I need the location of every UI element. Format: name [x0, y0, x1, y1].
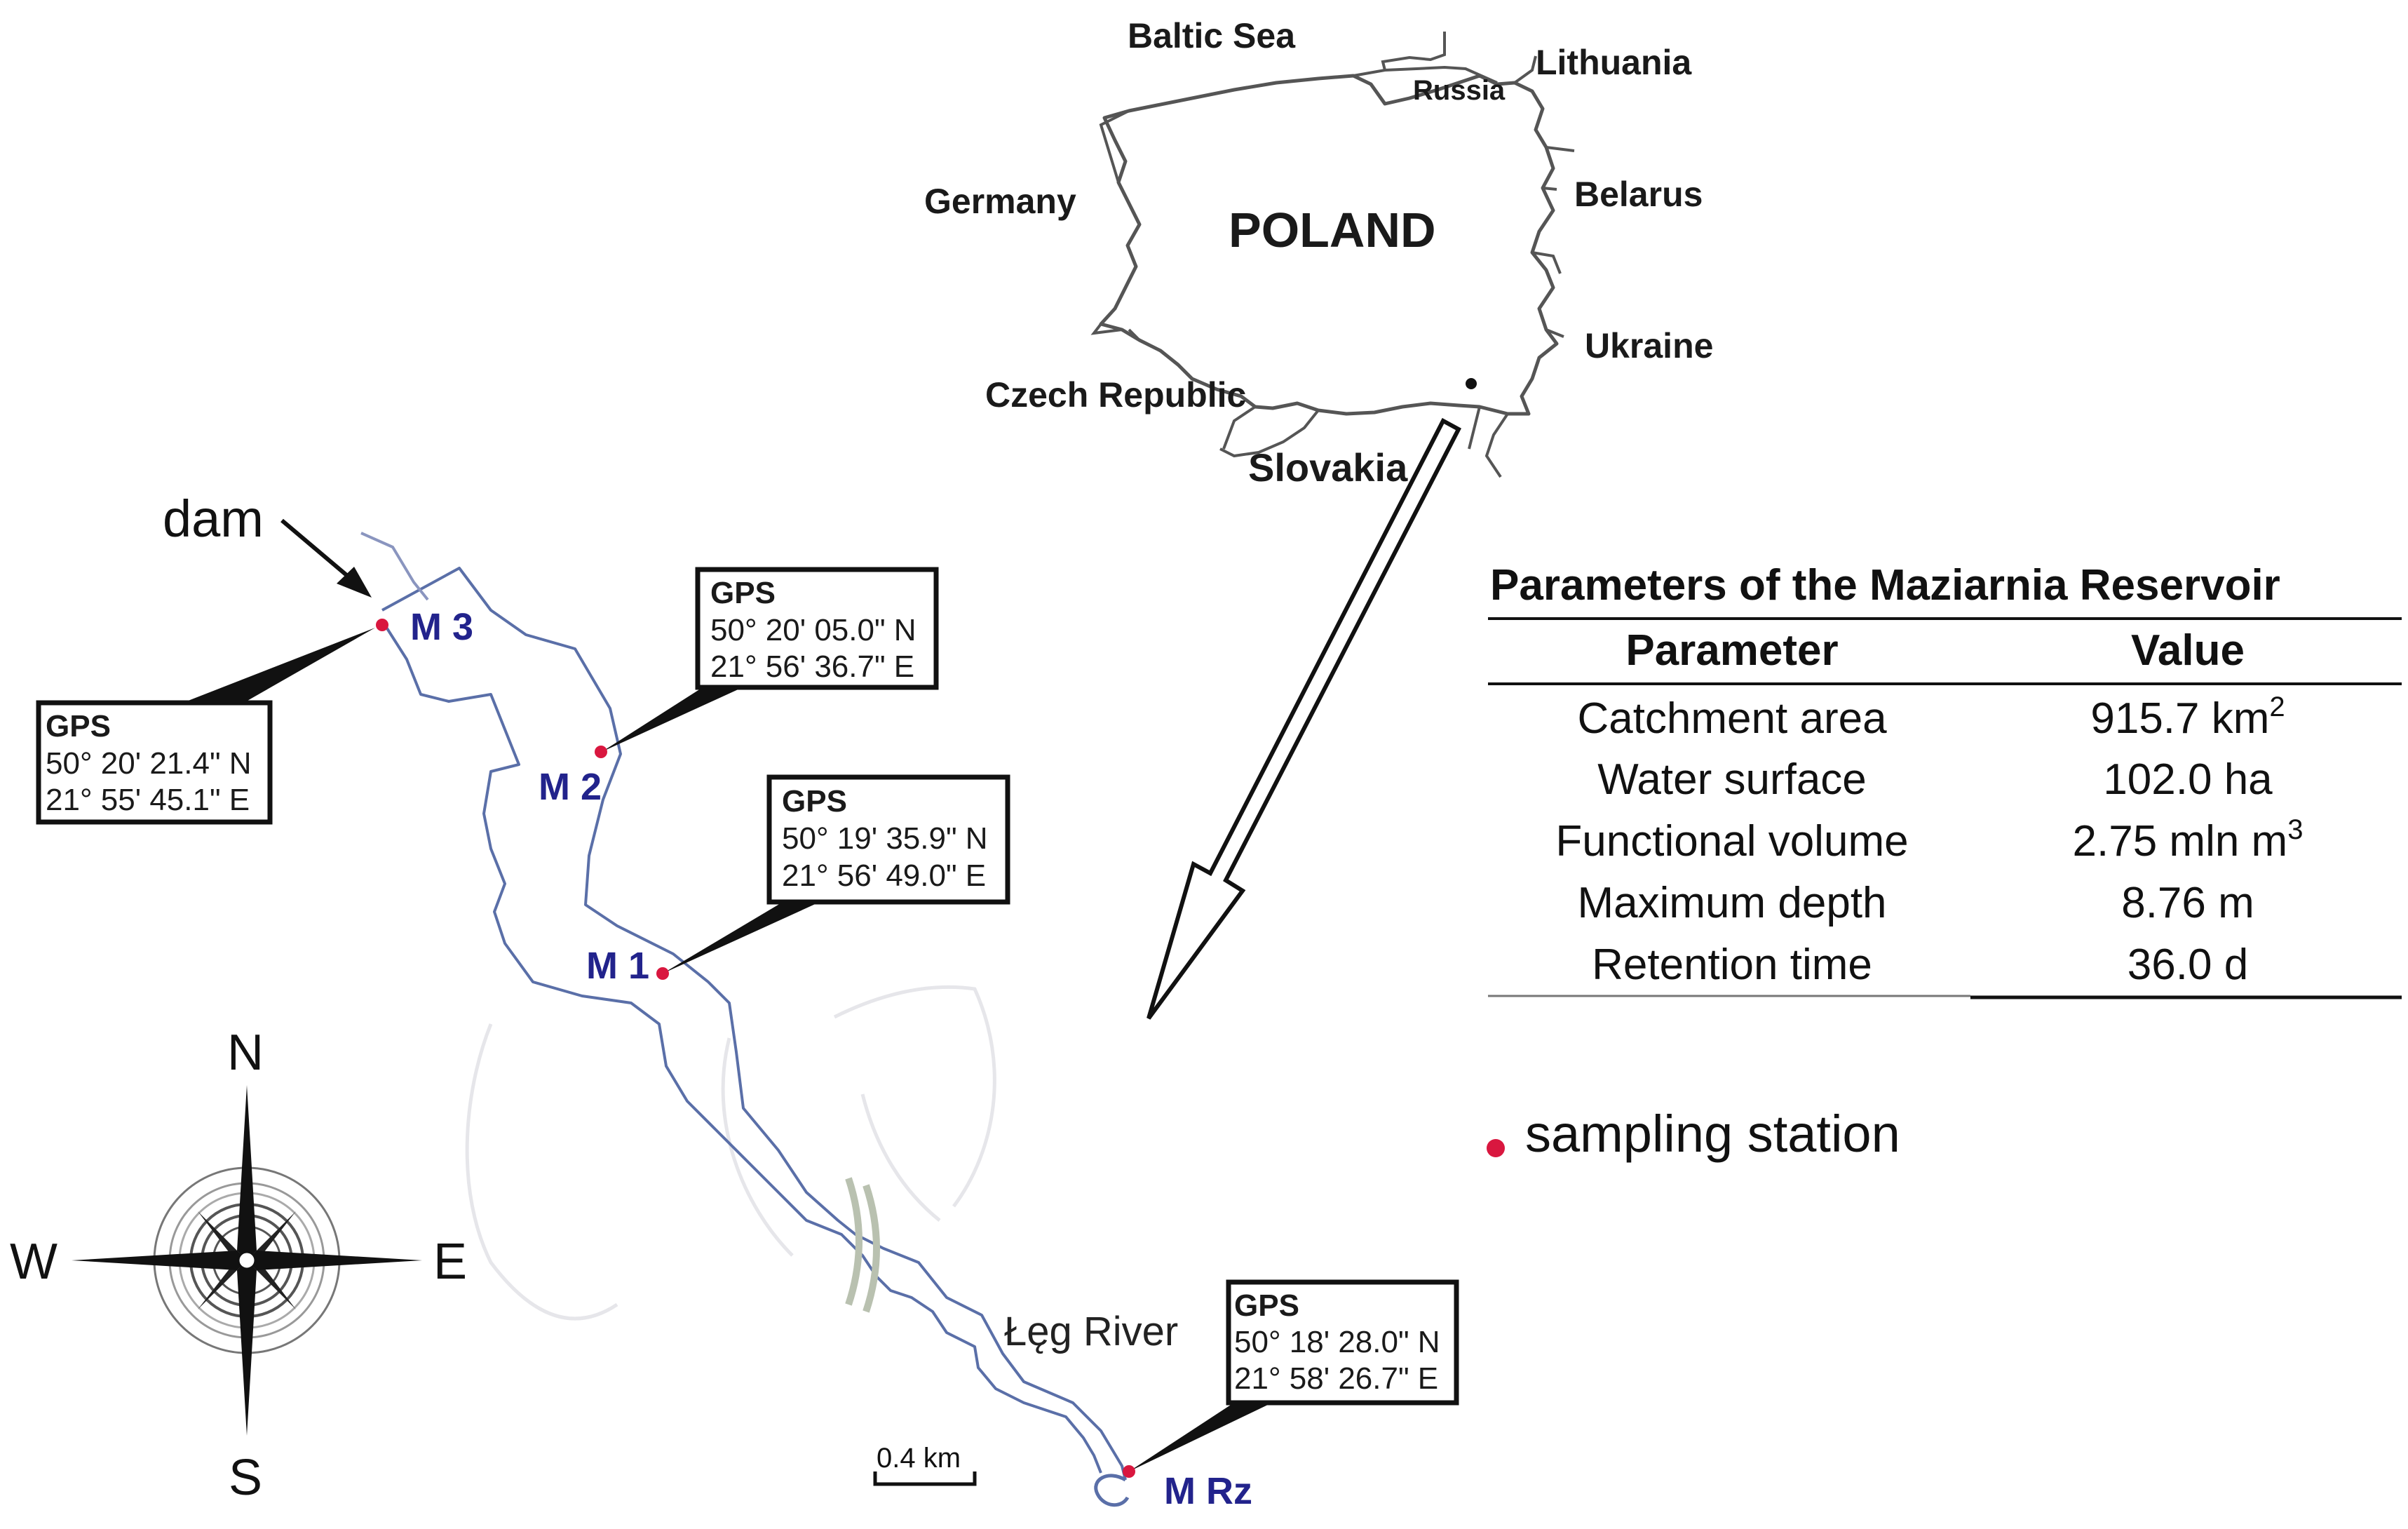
table-row: Maximum depth 8.76 m — [1577, 879, 2254, 927]
superscript: 2 — [2269, 692, 2285, 722]
table-row: Catchment area 915.7 km2 — [1577, 692, 2285, 743]
catchment-outline — [465, 985, 996, 1321]
table-title: Parameters of the Maziarnia Reservoir — [1490, 561, 2280, 609]
poland-border — [1099, 74, 1559, 416]
reservoir-location-dot — [1466, 378, 1477, 389]
table-cell-value: 102.0 ha — [2103, 755, 2273, 804]
label-germany: Germany — [924, 182, 1076, 221]
scale-bar-label: 0.4 km — [877, 1443, 961, 1474]
reservoir-west-shore — [381, 619, 1102, 1474]
label-lithuania: Lithuania — [1536, 43, 1692, 82]
table-cell-parameter: Catchment area — [1577, 694, 1887, 743]
label-baltic-sea: Baltic Sea — [1128, 16, 1296, 55]
compass-east-label: E — [433, 1234, 467, 1290]
sampling-marker-m3 — [376, 619, 388, 631]
station-m3[interactable]: M 3 GPS 50° 20' 21.4" N 21° 55' 45.1" E — [36, 606, 473, 825]
gps-header-m1: GPS — [782, 784, 847, 819]
russia-border — [1353, 65, 1498, 84]
ukraine-border — [1468, 406, 1509, 478]
callout-pointer-m1 — [663, 892, 841, 974]
scale-bar: 0.4 km — [873, 1443, 977, 1486]
gps-lon-m1: 21° 56' 49.0" E — [782, 858, 986, 893]
lithuania-border — [1513, 55, 1537, 84]
table-row: Water surface 102.0 ha — [1597, 755, 2273, 804]
river-tail-loop — [1094, 1474, 1130, 1507]
gps-lon-m2: 21° 56' 36.7" E — [710, 649, 914, 684]
sampling-marker-mrz — [1123, 1465, 1135, 1478]
callout-pointer-m2 — [602, 684, 750, 752]
sampling-marker-m2 — [595, 746, 607, 758]
station-mrz[interactable]: M Rz GPS 50° 18' 28.0" N 21° 58' 26.7" E — [1123, 1279, 1459, 1512]
label-ukraine: Ukraine — [1585, 326, 1713, 365]
legend-label: sampling station — [1525, 1105, 1900, 1163]
station-label-mrz: M Rz — [1164, 1470, 1252, 1512]
label-slovakia: Slovakia — [1248, 445, 1408, 490]
gps-lat-m2: 50° 20' 05.0" N — [710, 613, 916, 647]
slovakia-border — [1219, 405, 1320, 458]
reservoir-map: dam Łęg River 0.4 km M 3 GPS 50° 20' 21.… — [36, 490, 1459, 1512]
label-russia: Russia — [1413, 75, 1506, 106]
table-cell-value: 915.7 km2 — [2090, 692, 2285, 743]
gps-lon-mrz: 21° 58' 26.7" E — [1234, 1361, 1438, 1396]
station-label-m3: M 3 — [410, 606, 473, 648]
gps-box-m2 — [695, 567, 939, 690]
table-cell-parameter: Retention time — [1592, 941, 1872, 989]
russia-north-border — [1381, 32, 1446, 71]
zoom-arrow-icon — [1146, 417, 1462, 1020]
label-belarus: Belarus — [1574, 175, 1703, 214]
callout-pointer-m3 — [165, 628, 375, 710]
table-row: Retention time 36.0 d — [1592, 941, 2248, 989]
table-cell-parameter: Maximum depth — [1577, 879, 1886, 927]
dam-label: dam — [163, 490, 264, 548]
gps-header-mrz: GPS — [1234, 1288, 1299, 1323]
belarus-border — [1531, 146, 1575, 338]
table-cell-parameter: Water surface — [1597, 755, 1867, 804]
river-label: Łęg River — [1004, 1309, 1178, 1354]
compass-west-label: W — [10, 1234, 58, 1290]
scale-bar-line — [873, 1471, 977, 1486]
station-m2[interactable]: M 2 GPS 50° 20' 05.0" N 21° 56' 36.7" E — [539, 567, 939, 808]
road-crossing — [845, 1177, 880, 1313]
sampling-marker-m1 — [656, 967, 669, 980]
label-poland: POLAND — [1229, 203, 1436, 257]
station-m1[interactable]: M 1 GPS 50° 19' 35.9" N 21° 56' 49.0" E — [586, 774, 1010, 987]
table-header-parameter: Parameter — [1625, 626, 1838, 675]
gps-header-m3: GPS — [46, 709, 111, 743]
parameters-table: Parameters of the Maziarnia Reservoir Pa… — [1488, 561, 2402, 999]
dam-arrowhead — [337, 567, 372, 598]
dam-inlet-line — [360, 532, 429, 601]
gps-lat-mrz: 50° 18' 28.0" N — [1234, 1325, 1440, 1359]
table-header-value: Value — [2131, 626, 2245, 675]
gps-header-m2: GPS — [710, 576, 776, 610]
station-label-m1: M 1 — [586, 945, 649, 987]
gps-lon-m3: 21° 55' 45.1" E — [46, 783, 250, 817]
gps-box-mrz — [1226, 1279, 1459, 1406]
gps-box-m3 — [36, 700, 273, 825]
czech-border — [1090, 323, 1141, 342]
compass-north-label: N — [227, 1025, 264, 1081]
superscript: 3 — [2287, 814, 2303, 845]
table-row: Functional volume 2.75 mln m3 — [1555, 814, 2303, 865]
table-cell-value: 2.75 mln m3 — [2073, 814, 2304, 865]
label-czech-republic: Czech Republic — [985, 375, 1246, 415]
compass-rose-icon: N S W E — [10, 1025, 467, 1506]
legend: sampling station — [1487, 1105, 1900, 1163]
table-cell-value: 8.76 m — [2121, 879, 2254, 927]
compass-south-label: S — [229, 1450, 262, 1506]
poland-inset-map: Baltic Sea Russia Lithuania Belarus Germ… — [924, 16, 1713, 1020]
table-cell-value: 36.0 d — [2128, 941, 2248, 989]
gps-lat-m3: 50° 20' 21.4" N — [46, 746, 252, 781]
reservoir-east-shore — [381, 567, 1127, 1481]
callout-pointer-mrz — [1129, 1396, 1287, 1471]
gps-box-m1 — [766, 774, 1010, 905]
table-cell-parameter: Functional volume — [1555, 817, 1908, 865]
legend-marker-icon — [1487, 1139, 1505, 1157]
station-label-m2: M 2 — [539, 766, 602, 808]
germany-west-border — [1099, 109, 1130, 183]
gps-lat-m1: 50° 19' 35.9" N — [782, 821, 988, 856]
